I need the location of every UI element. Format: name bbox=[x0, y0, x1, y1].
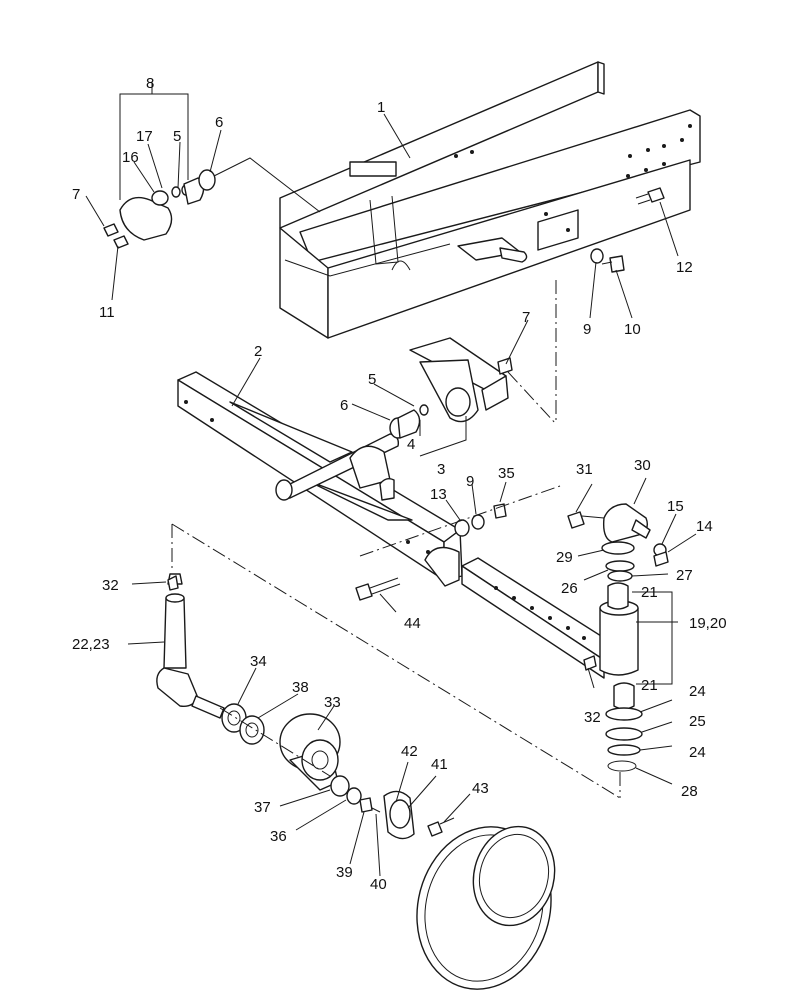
label-part-29: 29 bbox=[556, 549, 573, 566]
label-part-42: 42 bbox=[401, 743, 418, 760]
label-part-9b: 9 bbox=[466, 473, 474, 490]
label-part-12: 12 bbox=[676, 259, 693, 276]
label-part-7a: 7 bbox=[72, 186, 80, 203]
label-part-35: 35 bbox=[498, 465, 515, 482]
label-part-36: 36 bbox=[270, 828, 287, 845]
bolt-44 bbox=[355, 577, 401, 601]
label-part-32b: 32 bbox=[584, 709, 601, 726]
label-part-43: 43 bbox=[472, 780, 489, 797]
pivot-bracket bbox=[409, 337, 513, 423]
label-part-15: 15 bbox=[667, 498, 684, 515]
bushing-assembly-top bbox=[103, 157, 321, 249]
spindle bbox=[156, 573, 225, 719]
label-part-11: 11 bbox=[99, 304, 115, 321]
part-labels: 1 8 17 5 6 16 7 11 12 9 10 7 2 5 6 4 3 1… bbox=[72, 75, 727, 893]
steering-arm bbox=[567, 503, 669, 567]
assembly-lines bbox=[171, 280, 621, 799]
label-part-8: 8 bbox=[146, 75, 154, 92]
wheel-rim bbox=[416, 825, 556, 990]
label-part-14: 14 bbox=[696, 518, 713, 535]
label-part-2: 2 bbox=[254, 343, 262, 360]
label-part-10: 10 bbox=[624, 321, 641, 338]
label-part-27: 27 bbox=[676, 567, 693, 584]
bolt-12 bbox=[635, 187, 665, 205]
axle-beam bbox=[177, 371, 463, 587]
bearing-37-seal-36 bbox=[330, 775, 381, 813]
label-part-39: 39 bbox=[336, 864, 353, 881]
label-part-41: 41 bbox=[431, 756, 448, 773]
label-part-19-20: 19,20 bbox=[689, 615, 727, 632]
washers-13-9-nut-35 bbox=[454, 503, 507, 537]
bushing-assembly-middle bbox=[389, 404, 429, 439]
label-part-6a: 6 bbox=[215, 114, 223, 131]
label-part-21b: 21 bbox=[641, 677, 658, 694]
label-part-24a: 24 bbox=[689, 683, 706, 700]
label-part-16: 16 bbox=[122, 149, 139, 166]
label-part-21a: 21 bbox=[641, 584, 658, 601]
label-part-32a: 32 bbox=[102, 577, 119, 594]
label-part-38: 38 bbox=[292, 679, 309, 696]
extension-arm bbox=[461, 557, 639, 710]
label-part-4: 4 bbox=[407, 436, 415, 453]
bolt-43 bbox=[427, 817, 455, 837]
label-part-9a: 9 bbox=[583, 321, 591, 338]
grease-nipples bbox=[167, 575, 179, 591]
label-part-31: 31 bbox=[576, 461, 593, 478]
label-part-24b: 24 bbox=[689, 744, 706, 761]
label-part-44: 44 bbox=[404, 615, 421, 632]
label-part-40: 40 bbox=[370, 876, 387, 893]
label-part-3: 3 bbox=[437, 461, 445, 478]
label-part-33: 33 bbox=[324, 694, 341, 711]
main-frame bbox=[279, 61, 701, 339]
label-part-5b: 5 bbox=[368, 371, 376, 388]
label-part-30: 30 bbox=[634, 457, 651, 474]
label-part-13: 13 bbox=[430, 486, 447, 503]
label-part-28: 28 bbox=[681, 783, 698, 800]
label-part-37: 37 bbox=[254, 799, 271, 816]
label-part-17: 17 bbox=[136, 128, 153, 145]
hub-cap bbox=[383, 790, 415, 840]
washers-29-26-27 bbox=[601, 541, 635, 582]
hub-33 bbox=[279, 713, 341, 791]
label-part-22-23: 22,23 bbox=[72, 636, 110, 653]
leader-lines bbox=[85, 82, 697, 877]
label-part-26: 26 bbox=[561, 580, 578, 597]
label-part-25: 25 bbox=[689, 713, 706, 730]
label-part-7b: 7 bbox=[522, 309, 530, 326]
label-part-5a: 5 bbox=[173, 128, 181, 145]
label-part-6b: 6 bbox=[340, 397, 348, 414]
label-part-34: 34 bbox=[250, 653, 267, 670]
thrust-washers bbox=[605, 707, 643, 772]
washer-9-bolt-10 bbox=[590, 248, 625, 273]
label-part-1: 1 bbox=[377, 99, 385, 116]
bearings-34-38 bbox=[221, 703, 265, 745]
